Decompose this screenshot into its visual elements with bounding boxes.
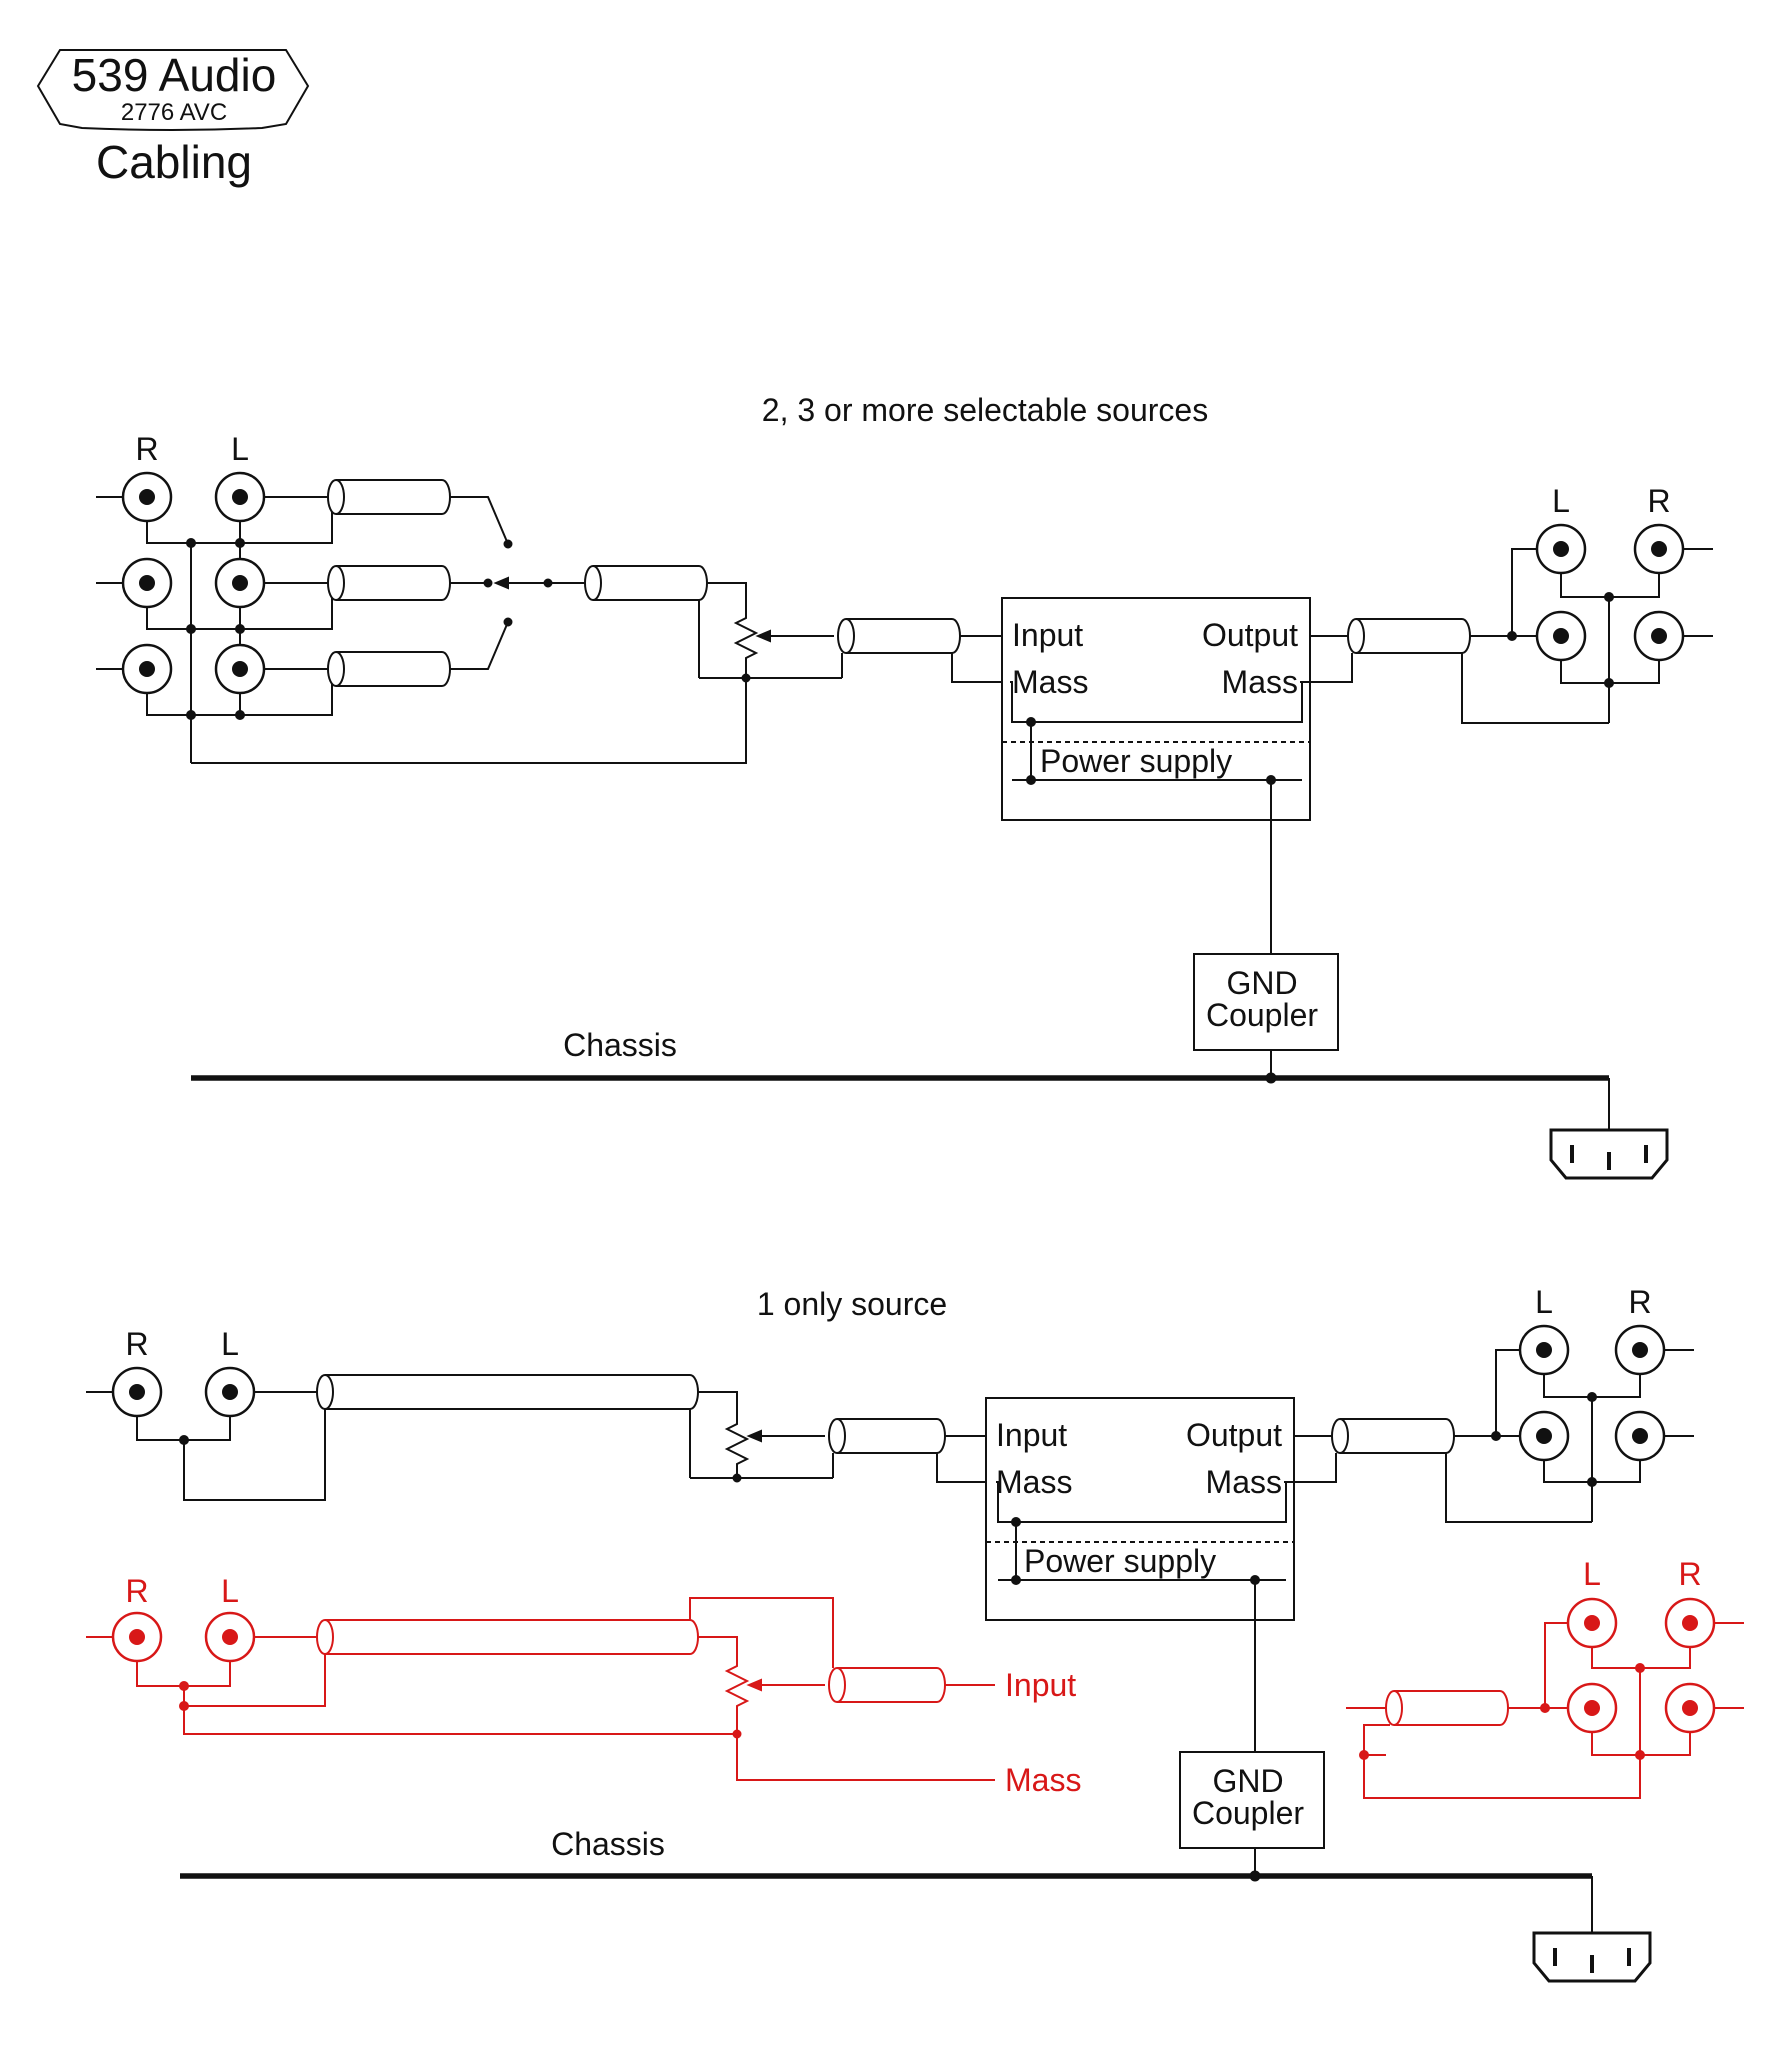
chassis-label: Chassis xyxy=(563,1027,677,1063)
alt-input-label: Input xyxy=(1005,1667,1076,1703)
rca-jack-input-alt xyxy=(204,1611,256,1663)
rca-jack-input xyxy=(121,471,173,523)
rca-jack-output xyxy=(1535,523,1587,575)
rca-jack-input xyxy=(214,643,266,695)
amp-output-label: Output xyxy=(1186,1417,1282,1453)
amp-mass-out-label: Mass xyxy=(1222,664,1298,700)
alt-output-right-label: R xyxy=(1678,1556,1701,1592)
amp-input-label: Input xyxy=(996,1417,1067,1453)
source-selector-switch xyxy=(483,539,586,627)
logo-model: 2776 AVC xyxy=(121,99,227,126)
gnd-coupler-line1: GND xyxy=(1226,965,1297,1001)
shielded-cable xyxy=(828,1667,946,1703)
section-multiple-sources: 2, 3 or more selectable sources R L xyxy=(96,392,1713,1180)
rca-jack-output-alt xyxy=(1664,1597,1716,1649)
shielded-cable xyxy=(316,1619,699,1655)
rca-jack-output-alt xyxy=(1566,1682,1618,1734)
rca-jack-input-alt xyxy=(111,1611,163,1663)
gnd-coupler-line2: Coupler xyxy=(1206,997,1318,1033)
iec-power-inlet xyxy=(1532,1931,1652,1983)
power-supply-label: Power supply xyxy=(1040,743,1232,779)
shielded-cable xyxy=(327,651,451,687)
shielded-cable xyxy=(1347,618,1471,654)
output-right-label: R xyxy=(1647,483,1670,519)
shielded-cable xyxy=(327,479,451,515)
rca-jack-input xyxy=(111,1366,163,1418)
rca-jack-output-alt xyxy=(1566,1597,1618,1649)
rca-jack-input xyxy=(121,643,173,695)
section2-caption: 1 only source xyxy=(757,1286,947,1322)
rca-jack-input xyxy=(121,557,173,609)
shielded-cable xyxy=(584,565,708,601)
rca-jack-output xyxy=(1518,1410,1570,1462)
rca-jack-output xyxy=(1535,610,1587,662)
brand-logo: 539 Audio 2776 AVC xyxy=(36,49,310,131)
amp-mass-in-label: Mass xyxy=(996,1464,1072,1500)
amplifier-module: Input Output Mass Mass Power supply xyxy=(1001,597,1311,821)
gnd-coupler: GND Coupler xyxy=(1179,1751,1325,1849)
shielded-cable xyxy=(1385,1690,1509,1726)
volume-potentiometer xyxy=(733,614,834,683)
amp-output-label: Output xyxy=(1202,617,1298,653)
rca-jack-input xyxy=(214,557,266,609)
amp-mass-out-label: Mass xyxy=(1206,1464,1282,1500)
page-title: Cabling xyxy=(96,136,252,188)
chassis-label: Chassis xyxy=(551,1826,665,1862)
gnd-coupler-line1: GND xyxy=(1212,1763,1283,1799)
rca-jack-output-alt xyxy=(1664,1682,1716,1734)
source-right-label: R xyxy=(135,431,158,467)
shielded-cable xyxy=(316,1374,699,1410)
shielded-cable xyxy=(327,565,451,601)
rca-jack-output xyxy=(1614,1410,1666,1462)
alt-source-right-label: R xyxy=(125,1573,148,1609)
output-right-label: R xyxy=(1628,1284,1651,1320)
rca-jack-output xyxy=(1633,523,1685,575)
amp-mass-in-label: Mass xyxy=(1012,664,1088,700)
alt-source-left-label: L xyxy=(221,1573,239,1609)
rca-jack-output xyxy=(1614,1324,1666,1376)
rca-jack-input xyxy=(214,471,266,523)
gnd-coupler: GND Coupler xyxy=(1193,953,1339,1051)
alt-output-left-label: L xyxy=(1583,1556,1601,1592)
amp-input-label: Input xyxy=(1012,617,1083,653)
source-left-label: L xyxy=(221,1326,239,1362)
section1-caption: 2, 3 or more selectable sources xyxy=(762,392,1208,428)
volume-potentiometer xyxy=(724,1420,825,1483)
amplifier-module: Input Output Mass Mass Power supply xyxy=(985,1397,1295,1621)
logo-brand: 539 Audio xyxy=(72,49,277,101)
gnd-coupler-line2: Coupler xyxy=(1192,1795,1304,1831)
source-right-label: R xyxy=(125,1326,148,1362)
output-left-label: L xyxy=(1535,1284,1553,1320)
alt-mass-label: Mass xyxy=(1005,1762,1081,1798)
power-supply-label: Power supply xyxy=(1024,1543,1216,1579)
rca-jack-input xyxy=(204,1366,256,1418)
output-left-label: L xyxy=(1552,483,1570,519)
iec-power-inlet xyxy=(1549,1128,1669,1180)
shielded-cable xyxy=(828,1418,946,1454)
alt-wiring-red: R L Input Mass L R xyxy=(86,1556,1744,1799)
source-left-label: L xyxy=(231,431,249,467)
rca-jack-output xyxy=(1518,1324,1570,1376)
shielded-cable xyxy=(837,618,961,654)
shielded-cable xyxy=(1331,1418,1455,1454)
rca-jack-output xyxy=(1633,610,1685,662)
volume-potentiometer xyxy=(724,1662,825,1739)
